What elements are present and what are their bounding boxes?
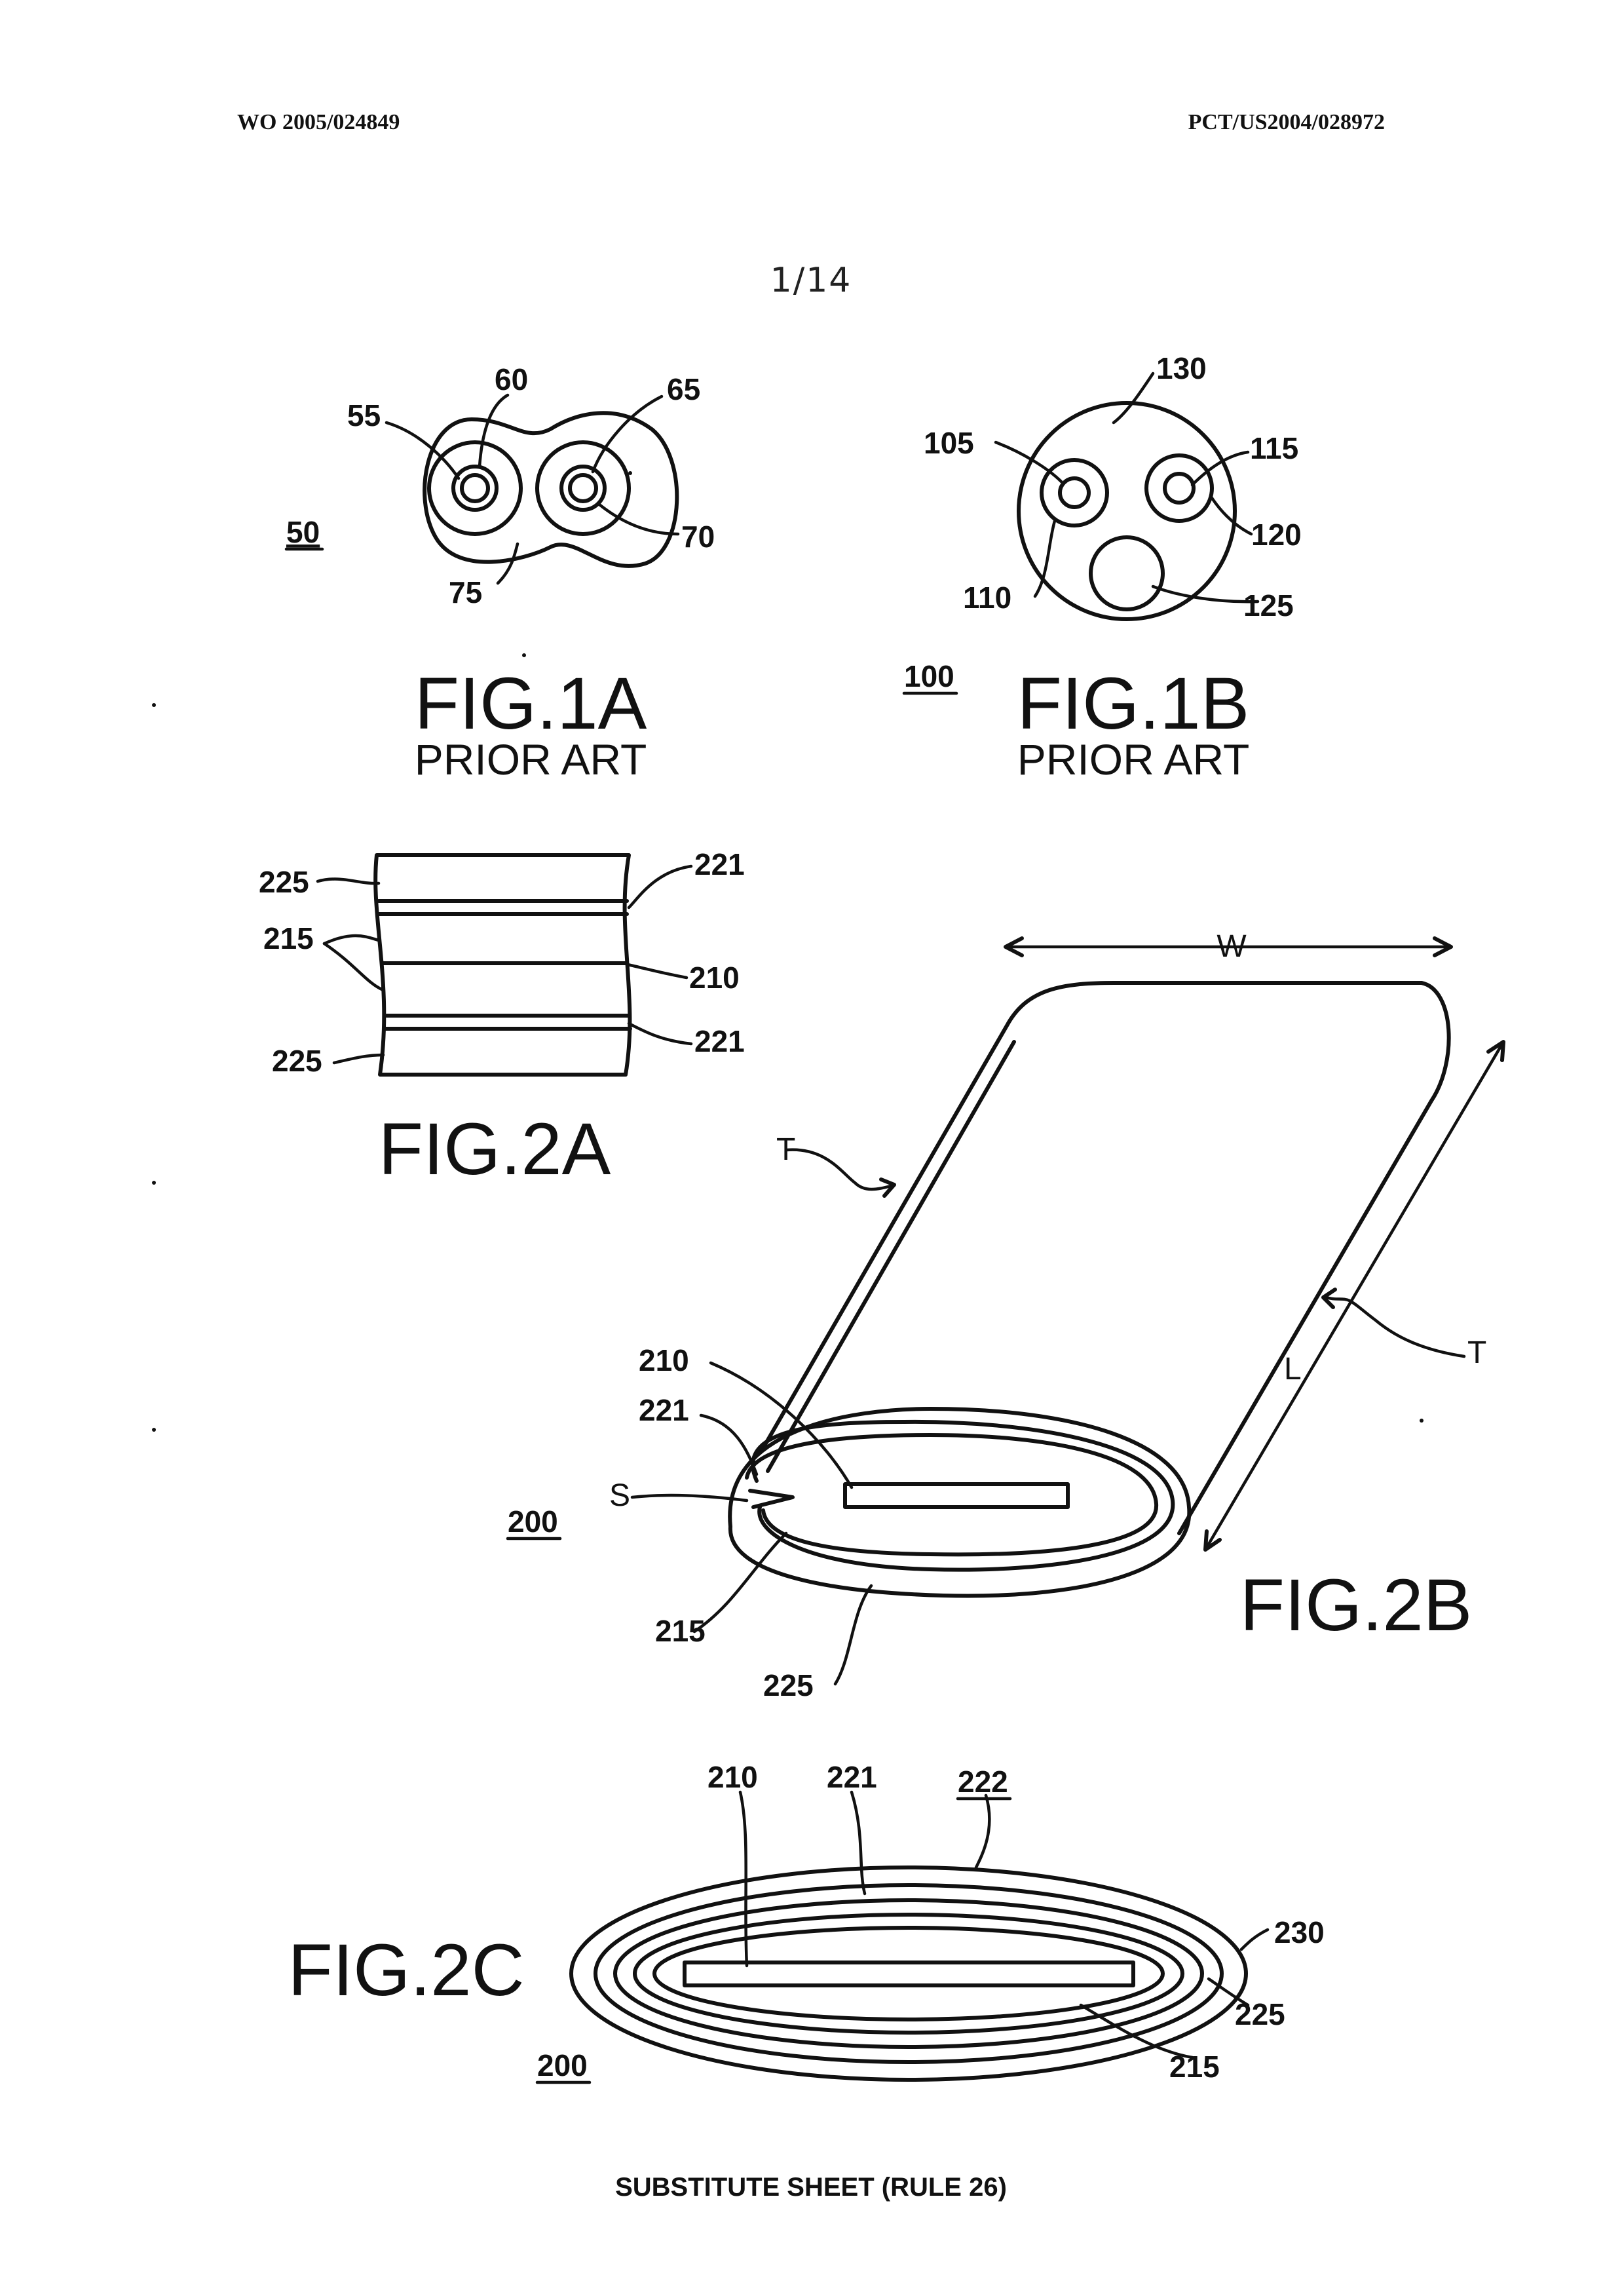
fig2b-ref-T-left: T xyxy=(776,1132,795,1167)
fig2c-ref-230: 230 xyxy=(1274,1915,1325,1949)
fig2c-ref-225: 225 xyxy=(1235,1997,1285,2031)
fig1b-ref-125: 125 xyxy=(1243,588,1294,622)
fig2a-ref-221-bottom: 221 xyxy=(694,1024,745,1058)
fig1b-ref-110: 110 xyxy=(963,581,1011,615)
fig1a-ref-55: 55 xyxy=(347,398,381,432)
fig1b-ref-100: 100 xyxy=(904,659,954,693)
fig1a-ref-70: 70 xyxy=(681,520,715,554)
fig2b-ref-221: 221 xyxy=(639,1393,689,1427)
fig2b-label: FIG.2B xyxy=(1240,1564,1473,1646)
fig2a-ref-225-top: 225 xyxy=(259,865,309,899)
fig1a-ref-50: 50 xyxy=(286,515,320,549)
fig2b-ref-215: 215 xyxy=(655,1614,706,1648)
fig2a-ref-225-bottom: 225 xyxy=(272,1044,322,1078)
fig2b-ref-W: W xyxy=(1216,929,1247,964)
fig1b-ref-130: 130 xyxy=(1156,351,1207,385)
fig1b-label: FIG.1B xyxy=(1017,662,1250,744)
fig-2c-drawing xyxy=(571,1792,1268,2080)
fig1a-ref-75: 75 xyxy=(449,575,482,609)
fig-2a-drawing xyxy=(318,855,691,1075)
fig1a-sublabel: PRIOR ART xyxy=(415,735,647,784)
fig-1b-drawing xyxy=(996,373,1258,619)
fig2c-ref-210: 210 xyxy=(707,1760,758,1794)
fig1a-ref-65: 65 xyxy=(667,372,700,406)
fig-2b-drawing xyxy=(152,471,1503,1684)
fig1b-ref-105: 105 xyxy=(924,426,974,460)
fig2c-ref-200: 200 xyxy=(537,2048,588,2082)
fig2b-ref-200: 200 xyxy=(508,1504,558,1539)
fig1b-ref-115: 115 xyxy=(1250,431,1298,465)
fig1b-ref-120: 120 xyxy=(1251,518,1302,552)
fig2c-label: FIG.2C xyxy=(288,1929,525,2011)
fig2b-ref-L: L xyxy=(1284,1352,1302,1387)
fig2b-ref-T-right: T xyxy=(1467,1335,1486,1370)
fig2b-ref-S: S xyxy=(609,1478,630,1513)
fig1b-sublabel: PRIOR ART xyxy=(1017,735,1250,784)
fig2b-ref-210: 210 xyxy=(639,1343,689,1377)
fig2c-ref-222: 222 xyxy=(958,1765,1008,1799)
fig1a-label: FIG.1A xyxy=(415,662,647,744)
fig2a-ref-215: 215 xyxy=(263,921,314,955)
fig2c-ref-221: 221 xyxy=(827,1760,877,1794)
fig1a-ref-60: 60 xyxy=(495,362,528,396)
fig2a-ref-210: 210 xyxy=(689,961,740,995)
fig2a-label: FIG.2A xyxy=(379,1108,611,1190)
fig-1a-drawing xyxy=(387,395,678,583)
fig2b-ref-225: 225 xyxy=(763,1668,814,1702)
fig2a-ref-221-top: 221 xyxy=(694,847,745,881)
fig2c-ref-215: 215 xyxy=(1169,2050,1220,2084)
